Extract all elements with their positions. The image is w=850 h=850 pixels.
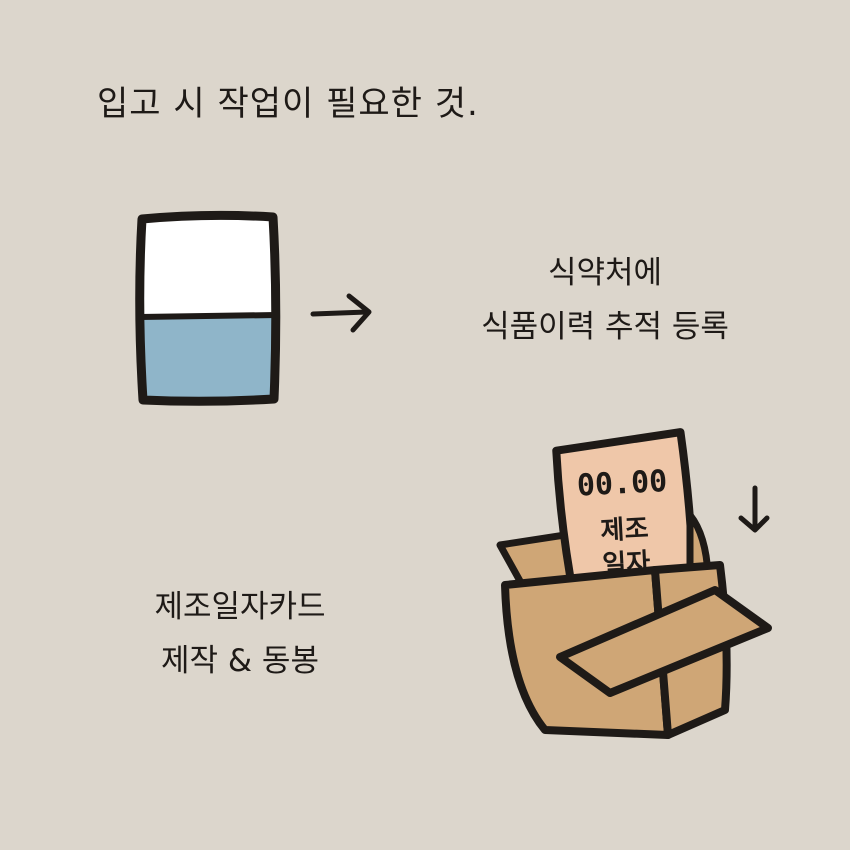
step-registration-line2: 식품이력 추적 등록 — [481, 309, 729, 345]
arrow-down-icon — [738, 485, 770, 533]
step-card-line1: 제조일자카드 — [154, 589, 326, 625]
arrow-right-icon — [310, 293, 372, 333]
step-registration-line1: 식약처에 — [547, 255, 663, 291]
box-with-card-icon: 00.00 제조 일자 — [496, 428, 772, 739]
page-heading: 입고 시 작업이 필요한 것. — [97, 84, 479, 124]
step-card-line2: 제작 & 동봉 — [161, 643, 319, 679]
date-card-label1: 제조 — [600, 514, 649, 546]
step-registration-text: 식약처에 식품이력 추적 등록 — [420, 246, 790, 354]
container-icon — [135, 210, 281, 406]
step-card-text: 제조일자카드 제작 & 동봉 — [90, 580, 390, 688]
date-card-date: 00.00 — [576, 464, 668, 504]
